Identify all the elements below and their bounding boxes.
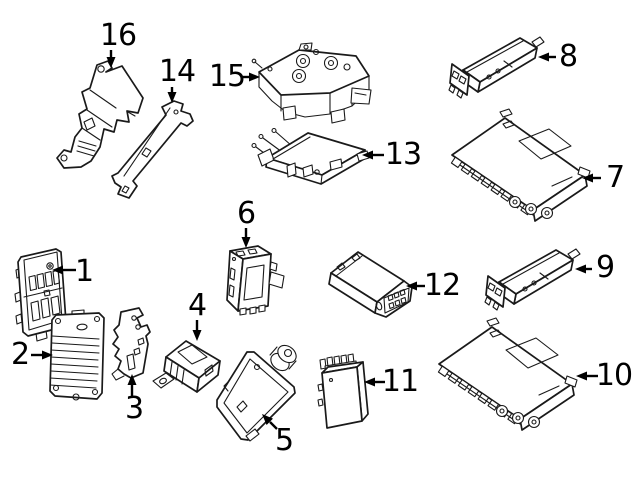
callout-11-label: 11	[381, 364, 419, 399]
callout-11-arrow	[364, 377, 385, 387]
callout-5-arrow	[262, 414, 278, 430]
callout-6-arrow	[241, 228, 251, 248]
part-10-flat-module	[437, 317, 578, 431]
part-12-box-module	[328, 251, 413, 318]
callout-9-arrow	[575, 264, 592, 274]
part-13-flat-module	[251, 127, 370, 185]
callout-10-label: 10	[595, 358, 633, 393]
part-2-finned-module	[49, 309, 105, 401]
part-8-slim-module	[448, 36, 545, 99]
callout-15-arrow	[243, 72, 260, 82]
callout-10-arrow	[576, 371, 598, 381]
callout-2-label: 2	[10, 337, 30, 372]
callout-2-arrow	[31, 350, 53, 360]
part-16-bent-bracket	[56, 60, 144, 169]
callout-4-arrow	[192, 320, 202, 341]
callout-14-label: 14	[158, 54, 196, 89]
callout-4-label: 4	[187, 288, 207, 323]
callout-6-label: 6	[236, 196, 256, 231]
callout-12-arrow	[406, 281, 425, 291]
part-4-small-module	[152, 340, 221, 393]
callout-13-label: 13	[384, 137, 422, 172]
callout-9-label: 9	[595, 250, 615, 285]
callout-7-arrow	[582, 173, 601, 183]
callout-8-label: 8	[558, 39, 578, 74]
callout-16-label: 16	[99, 18, 137, 53]
callout-13-arrow	[362, 150, 384, 160]
callout-1-arrow	[52, 265, 76, 275]
callout-16-arrow	[106, 50, 116, 68]
callout-7-label: 7	[605, 160, 625, 195]
callout-3-label: 3	[124, 391, 144, 426]
callout-14-arrow	[167, 87, 177, 103]
callout-8-arrow	[538, 52, 556, 62]
part-14-long-bracket	[111, 100, 194, 199]
callout-12-label: 12	[423, 268, 461, 303]
part-15-hydraulic-unit	[251, 42, 372, 124]
part-9-slim-module	[484, 248, 581, 311]
callout-3-arrow	[127, 374, 137, 396]
part-6-upright-module	[226, 245, 285, 316]
part-3-bracket	[111, 307, 151, 381]
callout-5-label: 5	[274, 423, 294, 458]
part-11-small-box-module	[317, 353, 369, 429]
callout-1-label: 1	[74, 254, 94, 289]
part-5-angled-module	[216, 344, 297, 442]
part-7-flat-module	[450, 108, 591, 222]
callout-15-label: 15	[208, 59, 246, 94]
